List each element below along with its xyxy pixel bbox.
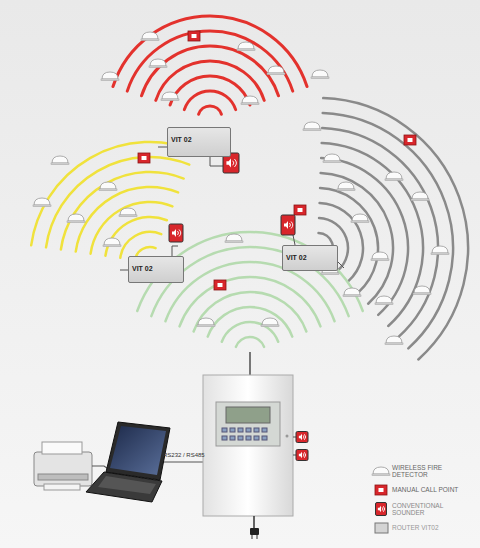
detector-icon — [372, 467, 390, 476]
sounder — [296, 432, 308, 443]
wireless-detector — [431, 246, 449, 255]
wireless-detector — [385, 172, 403, 181]
wireless-detector — [33, 198, 51, 207]
radio-waves — [31, 16, 468, 359]
sounder-icon — [376, 503, 387, 516]
sounder — [296, 450, 308, 461]
wireless-detector — [311, 70, 329, 79]
legend-text: WIRELESS FIRE DETECTOR — [392, 464, 466, 479]
router-box: VIT 02 — [167, 127, 231, 157]
router-name: VIT 02 — [168, 134, 195, 145]
manual-call-point — [294, 205, 306, 215]
manual-call-point — [214, 280, 226, 290]
radio-wave — [91, 202, 173, 254]
control-panel — [203, 352, 298, 539]
wireless-detector — [237, 42, 255, 51]
radio-wave — [46, 157, 189, 247]
wireless-detector — [161, 92, 179, 101]
cable-label: RS232 / RS485 — [163, 452, 205, 458]
radio-wave — [76, 187, 178, 252]
wireless-detector — [343, 288, 361, 297]
wireless-detector — [375, 296, 393, 305]
manual-call-point — [404, 135, 416, 145]
legend-text: ROUTER VIT02 — [392, 524, 466, 531]
radio-wave — [113, 16, 307, 86]
radio-wave — [156, 61, 264, 100]
radio-wave — [208, 307, 293, 337]
router-name: VIT 02 — [283, 252, 310, 263]
router-box: VIT 02 — [282, 245, 338, 271]
radio-wave — [323, 113, 453, 348]
legend-text: MANUAL CALL POINT — [392, 486, 466, 493]
wireless-detector — [103, 238, 121, 247]
legend-icons — [372, 467, 390, 533]
radio-wave — [222, 322, 278, 342]
wireless-detector — [337, 182, 355, 191]
wireless-detector — [101, 72, 119, 81]
wireless-detector — [51, 156, 69, 165]
wireless-detector — [261, 318, 279, 327]
radio-wave — [142, 46, 279, 96]
radio-wave — [170, 76, 250, 105]
radio-wave — [180, 277, 321, 326]
legend-text: CONVENTIONAL SOUNDER — [392, 502, 466, 517]
printer — [34, 442, 92, 490]
wireless-detector — [149, 59, 167, 68]
wireless-detector — [323, 154, 341, 163]
radio-wave — [120, 232, 161, 258]
radio-wave — [31, 142, 195, 245]
radio-wave — [194, 292, 307, 331]
wireless-detector — [303, 122, 321, 131]
router-name: VIT 02 — [129, 263, 156, 274]
radio-wave — [323, 98, 468, 359]
wireless-detector — [119, 208, 137, 217]
wireless-detector — [141, 32, 159, 41]
wireless-detector — [99, 182, 117, 191]
manual-call-point — [188, 31, 200, 41]
radio-wave — [184, 91, 235, 110]
radio-wave — [199, 106, 222, 114]
router-wires — [120, 147, 344, 270]
radio-wave — [320, 188, 378, 293]
wireless-detector — [385, 336, 403, 345]
router-icon — [375, 523, 388, 533]
laptop — [86, 422, 170, 502]
serial-cable — [158, 461, 205, 462]
wireless-detector — [413, 286, 431, 295]
radio-wave — [127, 31, 292, 91]
wireless-detector — [225, 234, 243, 243]
manual-call-point — [138, 153, 150, 163]
radio-wave — [321, 158, 408, 315]
radio-wave — [322, 143, 423, 326]
legend-row: ROUTER VIT02 — [372, 519, 466, 538]
wireless-detector — [411, 192, 429, 201]
radio-wave — [105, 217, 166, 256]
sounder — [169, 224, 183, 242]
router-box: VIT 02 — [128, 256, 184, 283]
wireless-detector — [241, 96, 259, 105]
radio-wave — [236, 337, 264, 347]
legend-row: MANUAL CALL POINT — [372, 481, 466, 500]
legend-row: CONVENTIONAL SOUNDER — [372, 500, 466, 519]
legend-row: WIRELESS FIRE DETECTOR — [372, 462, 466, 481]
wireless-detector — [351, 214, 369, 223]
wireless-detector — [197, 318, 215, 327]
devices — [33, 31, 449, 461]
call-point-icon — [375, 485, 387, 495]
wireless-detector — [67, 214, 85, 223]
sounder — [281, 215, 295, 235]
wireless-detector — [371, 252, 389, 261]
wireless-detector — [267, 66, 285, 75]
